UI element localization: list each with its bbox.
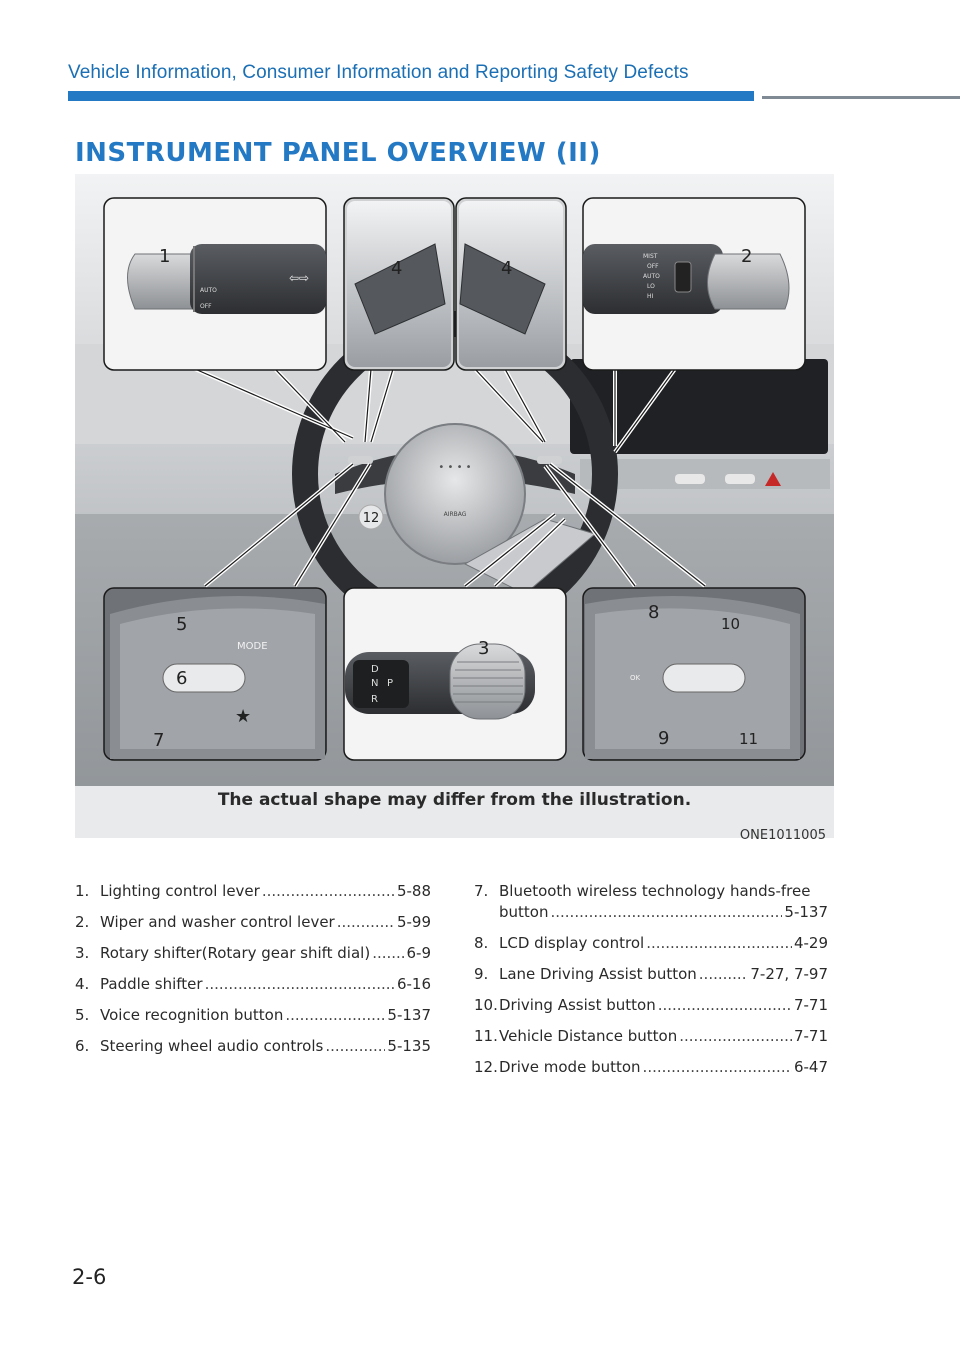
svg-text:MODE: MODE bbox=[237, 641, 268, 652]
svg-text:7: 7 bbox=[153, 730, 164, 751]
list-item: 9.Lane Driving Assist button7-27, 7-97 bbox=[474, 965, 828, 996]
list-item: 11.Vehicle Distance button7-71 bbox=[474, 1027, 828, 1058]
inset-left-wheel-controls: MODE ★ 5 6 7 bbox=[103, 587, 327, 761]
svg-text:5: 5 bbox=[176, 614, 187, 635]
svg-text:MIST: MIST bbox=[643, 253, 658, 260]
svg-text:6: 6 bbox=[176, 668, 187, 689]
svg-text:• • • •: • • • • bbox=[438, 462, 471, 473]
svg-text:AUTO: AUTO bbox=[643, 273, 660, 280]
instrument-panel-figure: • • • • AIRBAG 12 bbox=[75, 174, 834, 843]
svg-text:4: 4 bbox=[501, 258, 512, 279]
svg-text:2: 2 bbox=[741, 246, 752, 267]
svg-text:LO: LO bbox=[647, 283, 655, 290]
svg-text:OFF: OFF bbox=[647, 263, 659, 270]
figure-caption: The actual shape may differ from the ill… bbox=[217, 790, 692, 810]
figure-code: ONE1011005 bbox=[739, 828, 826, 843]
inset-paddle-right: 4 bbox=[455, 197, 567, 371]
inset-lighting-lever: AUTO OFF ⇦⇨ 1 bbox=[103, 197, 327, 371]
legend-list-right: 7.Bluetooth wireless technology hands-fr… bbox=[474, 882, 828, 1089]
svg-text:⇦⇨: ⇦⇨ bbox=[289, 271, 309, 285]
svg-text:1: 1 bbox=[159, 246, 170, 267]
list-item: 4.Paddle shifter6-16 bbox=[75, 975, 431, 1006]
svg-text:R: R bbox=[371, 694, 378, 705]
svg-text:N: N bbox=[371, 678, 378, 689]
center-display bbox=[570, 359, 828, 454]
svg-text:9: 9 bbox=[658, 728, 669, 749]
list-item: 1.Lighting control lever5-88 bbox=[75, 882, 431, 913]
page-number: 2-6 bbox=[72, 1265, 107, 1289]
svg-text:10: 10 bbox=[721, 615, 740, 633]
svg-text:12: 12 bbox=[363, 511, 380, 526]
inset-right-wheel-controls: OK 8 10 9 11 bbox=[582, 587, 806, 761]
legend-list-left: 1.Lighting control lever5-88 2.Wiper and… bbox=[75, 882, 431, 1068]
svg-text:★: ★ bbox=[235, 706, 251, 727]
running-header: Vehicle Information, Consumer Informatio… bbox=[68, 62, 689, 83]
svg-text:OFF: OFF bbox=[200, 303, 212, 310]
list-item: 3.Rotary shifter(Rotary gear shift dial)… bbox=[75, 944, 431, 975]
inset-wiper-lever: MIST OFF AUTO LO HI 2 bbox=[582, 197, 806, 371]
inset-rotary-shifter: D N P R 3 bbox=[343, 587, 567, 761]
svg-text:D: D bbox=[371, 664, 379, 675]
svg-text:11: 11 bbox=[739, 730, 758, 748]
list-item: 10.Driving Assist button7-71 bbox=[474, 996, 828, 1027]
svg-text:OK: OK bbox=[630, 674, 641, 682]
list-item: 8.LCD display control4-29 bbox=[474, 934, 828, 965]
svg-text:8: 8 bbox=[648, 602, 659, 623]
svg-text:AUTO: AUTO bbox=[200, 287, 217, 294]
inset-paddle-left: 4 bbox=[343, 197, 455, 371]
header-rule-gray bbox=[762, 96, 960, 99]
svg-text:P: P bbox=[387, 678, 393, 689]
list-item: 2.Wiper and washer control lever5-99 bbox=[75, 913, 431, 944]
list-item: 7.Bluetooth wireless technology hands-fr… bbox=[474, 882, 811, 900]
svg-text:HI: HI bbox=[647, 293, 654, 300]
svg-text:4: 4 bbox=[391, 258, 402, 279]
section-title: INSTRUMENT PANEL OVERVIEW (II) bbox=[75, 138, 601, 168]
svg-text:3: 3 bbox=[478, 638, 489, 659]
list-item: 6.Steering wheel audio controls5-135 bbox=[75, 1037, 431, 1068]
list-item-continuation: button5-137 bbox=[474, 903, 828, 934]
svg-text:AIRBAG: AIRBAG bbox=[444, 511, 467, 518]
figure-illustration: • • • • AIRBAG 12 bbox=[75, 174, 834, 786]
list-item: 12.Drive mode button6-47 bbox=[474, 1058, 828, 1089]
list-item: 5.Voice recognition button5-137 bbox=[75, 1006, 431, 1037]
header-rule-accent bbox=[68, 91, 754, 101]
steering-wheel-hub bbox=[384, 423, 526, 565]
